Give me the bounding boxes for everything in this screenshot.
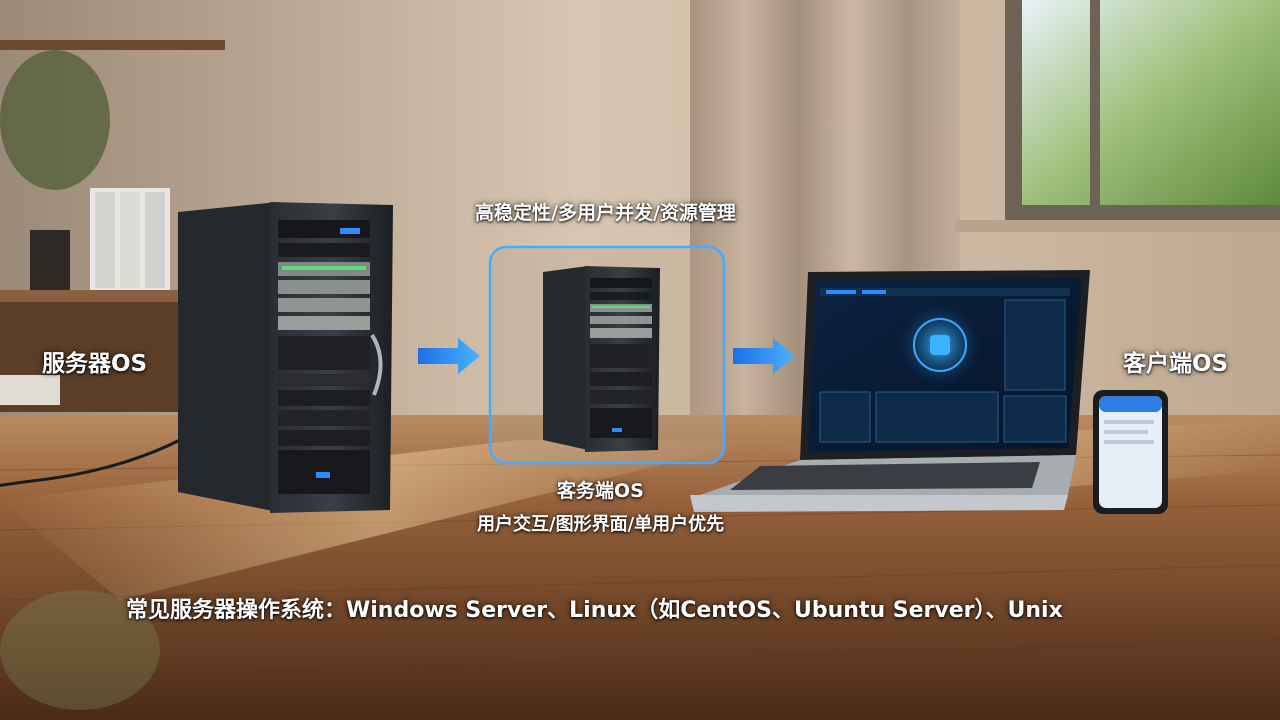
- window: [955, 0, 1280, 232]
- server-os-label: 服务器OS: [42, 351, 148, 377]
- middle-title-label: 客务端OS: [557, 480, 644, 502]
- cable: [0, 438, 181, 487]
- server-tower: [178, 202, 393, 513]
- client-features-label: 用户交互/图形界面/单用户优先: [477, 514, 725, 535]
- smartphone: [1093, 390, 1168, 514]
- server-card: [488, 245, 726, 465]
- arrow-right-icon: [733, 338, 795, 374]
- arrow-right-icon: [418, 338, 480, 374]
- laptop: [690, 270, 1090, 512]
- client-os-label: 客户端OS: [1123, 351, 1229, 377]
- foreground-plant: [0, 590, 160, 710]
- bookshelf: [0, 40, 225, 412]
- server-features-label: 高稳定性/多用户并发/资源管理: [475, 202, 736, 224]
- common-systems-caption: 常见服务器操作系统：Windows Server、Linux（如CentOS、U…: [126, 598, 1063, 623]
